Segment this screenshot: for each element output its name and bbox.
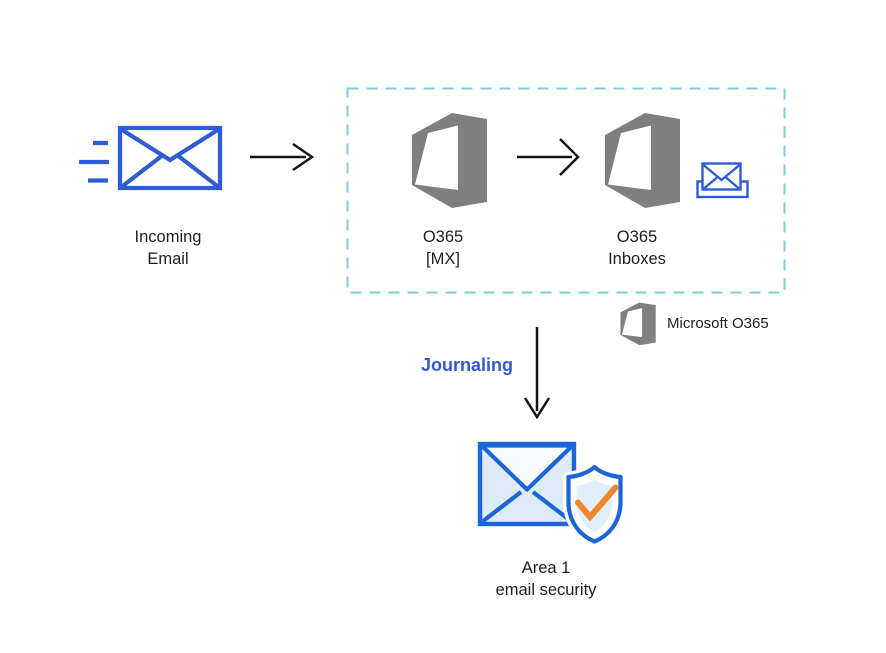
o365-inboxes-logo-icon — [605, 113, 680, 208]
envelope-shield-checkmark-icon — [477, 441, 626, 547]
arrow-right-icon — [250, 142, 315, 172]
checkmark-icon — [575, 484, 619, 522]
arrow-down-icon — [523, 327, 551, 420]
journaling-label: Journaling — [421, 355, 514, 375]
legend-o365-logo-icon — [620, 302, 656, 346]
area1-label-line1: Area 1 — [521, 559, 571, 577]
o365-inboxes-label-line1: O365 — [616, 228, 658, 246]
o365-boundary-box — [346, 87, 786, 294]
o365-mx-logo-icon — [412, 113, 487, 208]
o365-mx-label-line1: O365 — [422, 228, 464, 246]
incoming-email-label: Incoming Email — [135, 226, 202, 270]
o365-mx-label: O365 [MX] — [423, 226, 463, 270]
area1-label-line2: email security — [495, 581, 597, 599]
legend-microsoft-o365-label: Microsoft O365 — [667, 315, 769, 332]
o365-mx-label-line2: [MX] — [426, 250, 460, 268]
envelope-speed-lines-icon — [79, 125, 223, 191]
area1-label: Area 1 email security — [496, 557, 597, 601]
o365-inboxes-label-line2: Inboxes — [608, 250, 666, 268]
inbox-tray-envelope-icon — [696, 162, 749, 199]
incoming-email-label-line1: Incoming — [134, 228, 202, 246]
shield-icon — [563, 461, 626, 547]
arrow-right-icon — [517, 138, 580, 176]
incoming-email-label-line2: Email — [147, 250, 189, 268]
o365-inboxes-label: O365 Inboxes — [608, 226, 666, 270]
